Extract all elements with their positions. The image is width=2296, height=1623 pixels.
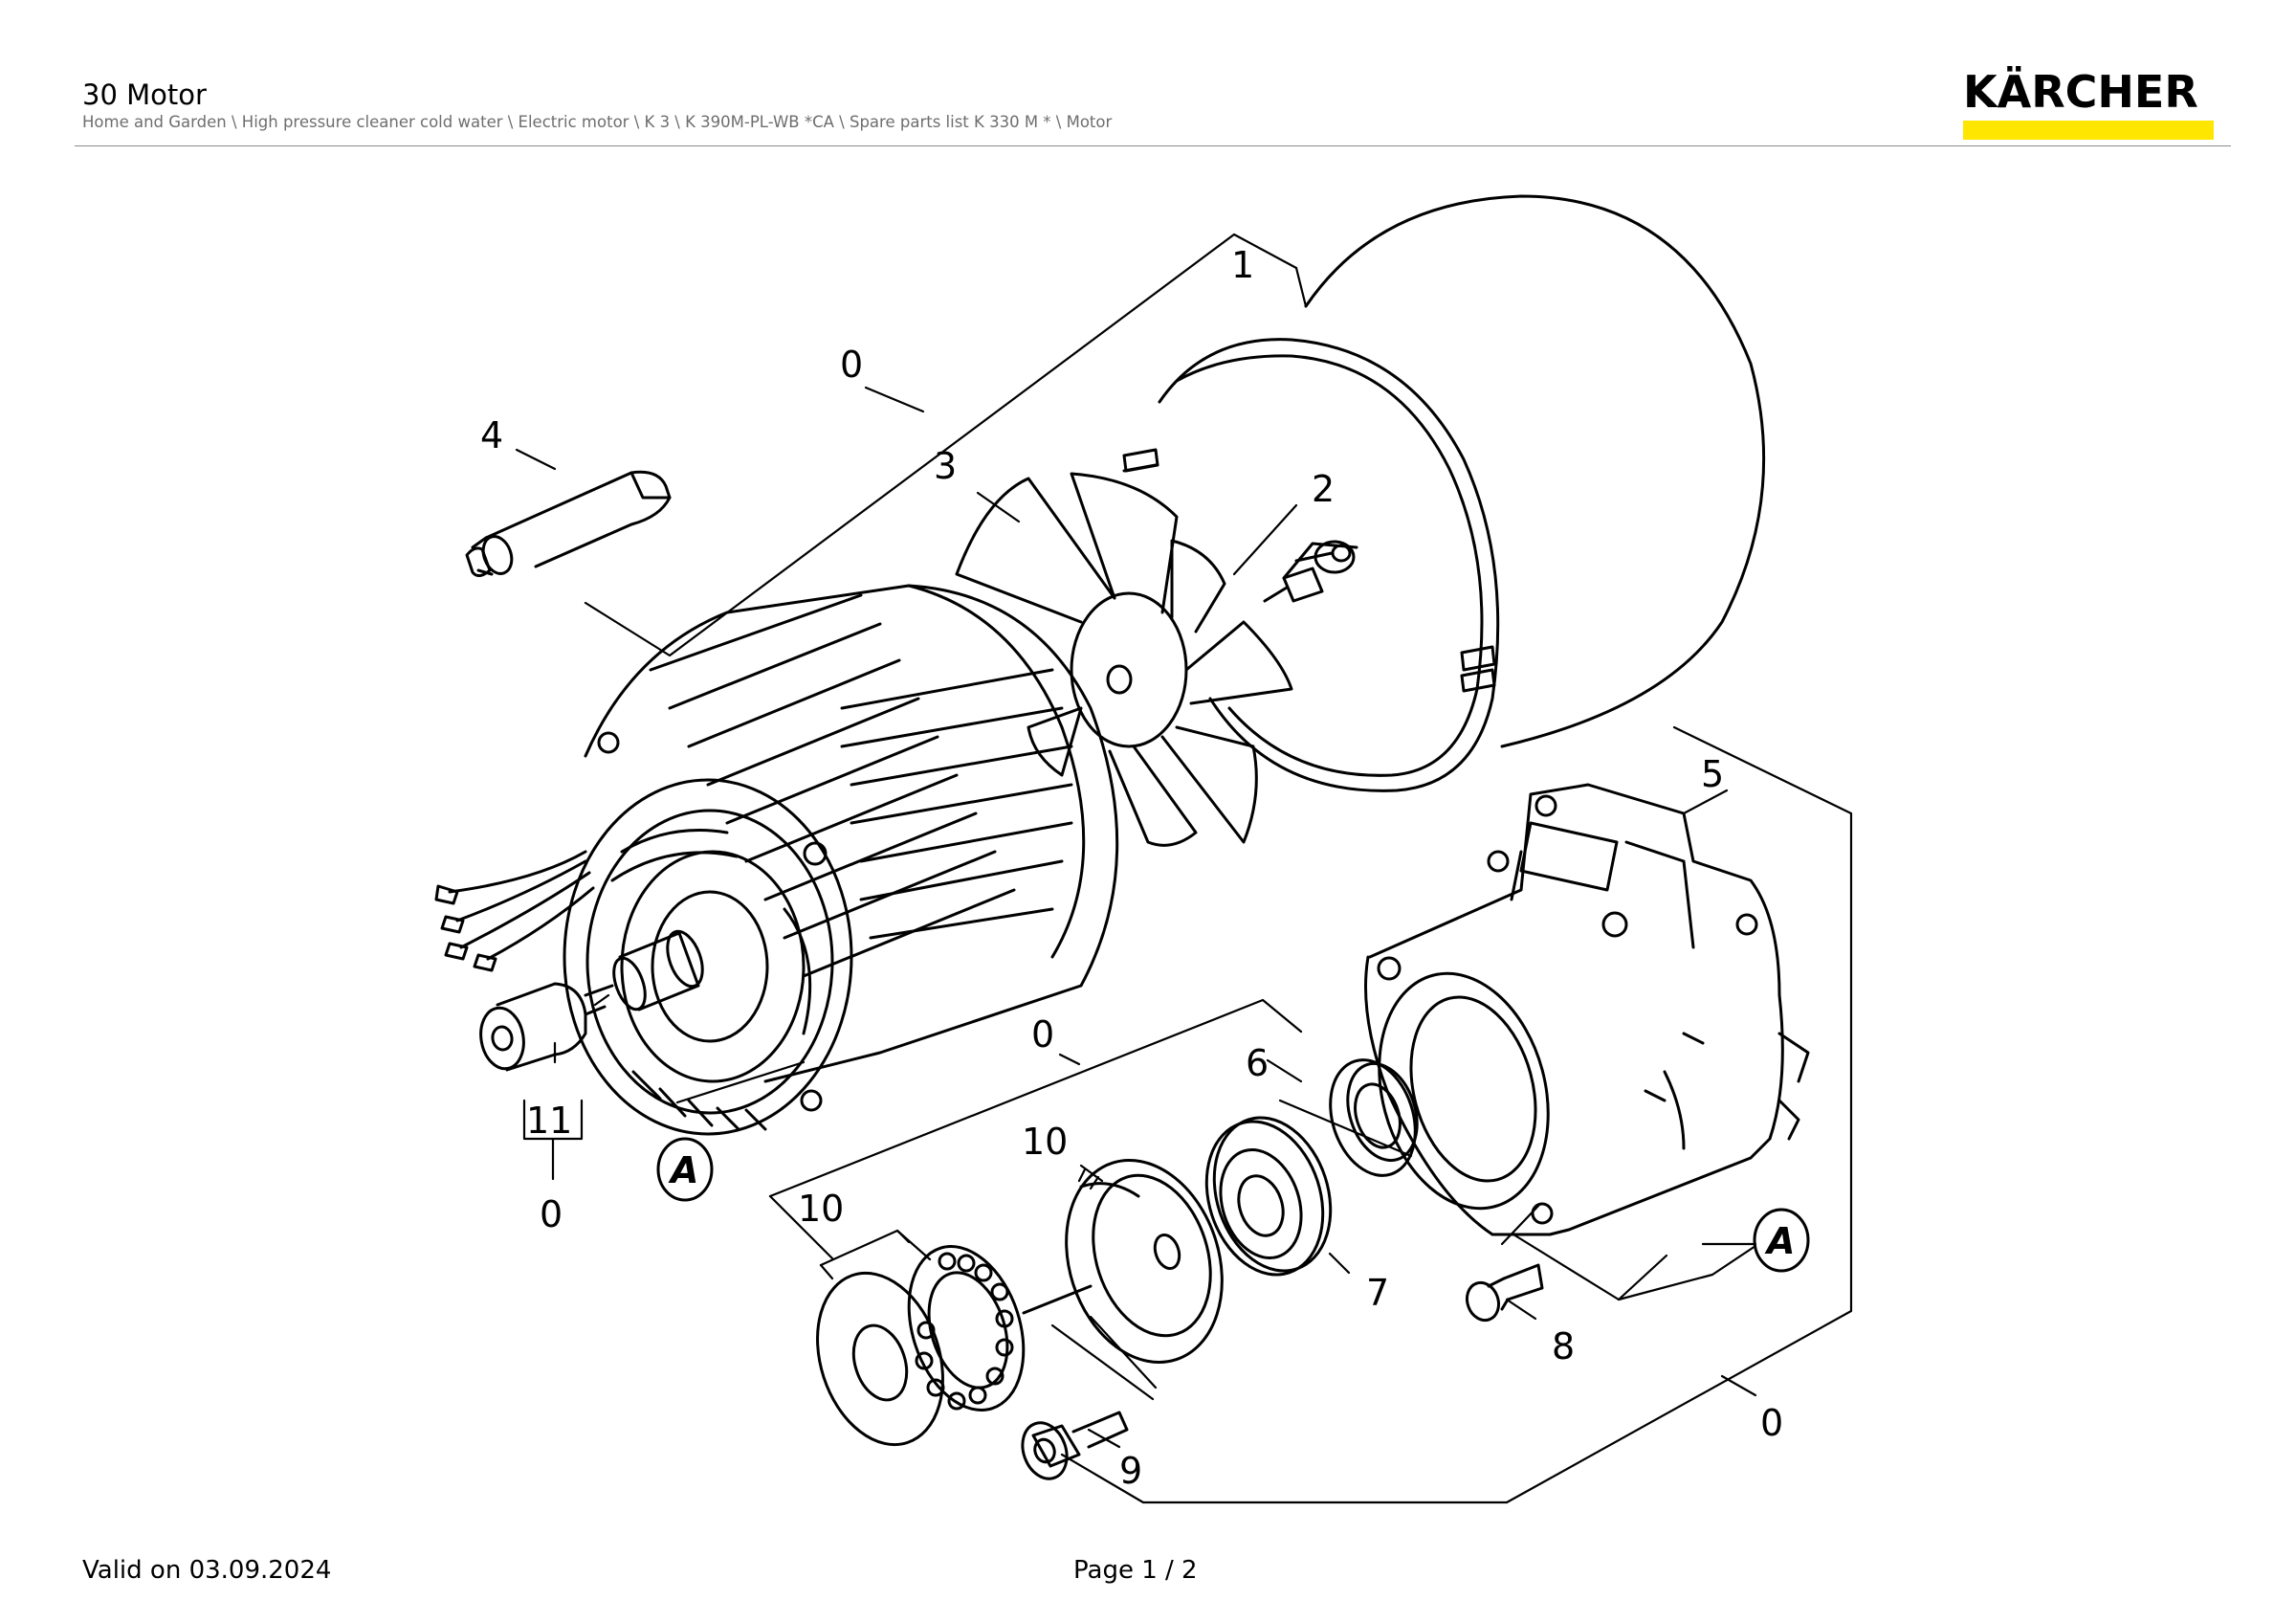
callout-10-thrust: 10	[798, 1188, 844, 1230]
bearing-cup-part-10	[1065, 1158, 1224, 1365]
reference-marker-a-1	[656, 1137, 714, 1202]
screw-part-2	[1263, 540, 1358, 603]
brand-yellow-bar	[1963, 121, 2214, 140]
marker-a-2-label: A	[1764, 1220, 1795, 1262]
callout-10-cup: 10	[1022, 1121, 1068, 1163]
fan-impeller	[955, 472, 1293, 847]
thrust-bearing-part-10b	[816, 1245, 1093, 1447]
karcher-logo: KÄRCHER	[1963, 69, 2214, 140]
callout-11: 11	[526, 1100, 572, 1142]
callout-2: 2	[1312, 468, 1335, 510]
callout-3: 3	[934, 445, 957, 487]
callout-1: 1	[1231, 244, 1254, 286]
callout-6: 6	[1246, 1042, 1269, 1084]
pump-housing-part-5	[1364, 783, 1810, 1236]
coupling-part-11	[479, 982, 614, 1072]
screw-part-9	[1021, 1411, 1129, 1480]
callout-0-middle: 0	[1031, 1013, 1054, 1056]
marker-a-1-label: A	[668, 1149, 698, 1191]
callout-0-bottom: 0	[1760, 1402, 1783, 1444]
callout-8: 8	[1552, 1325, 1575, 1367]
reference-marker-a-2	[1753, 1208, 1810, 1273]
valid-date: Valid on 03.09.2024	[82, 1556, 332, 1585]
page-title: 30 Motor	[82, 78, 207, 111]
page-number: Page 1 / 2	[1073, 1556, 1198, 1585]
stator-assembly	[434, 584, 1119, 1136]
motor-housing-cover	[1122, 194, 1766, 792]
seal-part-6	[1329, 1058, 1419, 1177]
callout-5: 5	[1701, 753, 1724, 795]
header-divider	[75, 145, 2231, 146]
callout-0-left: 0	[540, 1193, 563, 1235]
grease-tube	[465, 470, 672, 577]
breadcrumb: Home and Garden \ High pressure cleaner …	[82, 113, 1113, 131]
screw-part-8	[1465, 1263, 1544, 1323]
callout-4: 4	[480, 414, 503, 456]
brand-name: KÄRCHER	[1963, 66, 2198, 118]
leader-lines	[515, 233, 1853, 1504]
ball-bearing-part-7	[1204, 1116, 1333, 1277]
callout-9: 9	[1119, 1450, 1142, 1492]
callout-7: 7	[1366, 1272, 1389, 1314]
callout-0-top: 0	[840, 344, 863, 386]
